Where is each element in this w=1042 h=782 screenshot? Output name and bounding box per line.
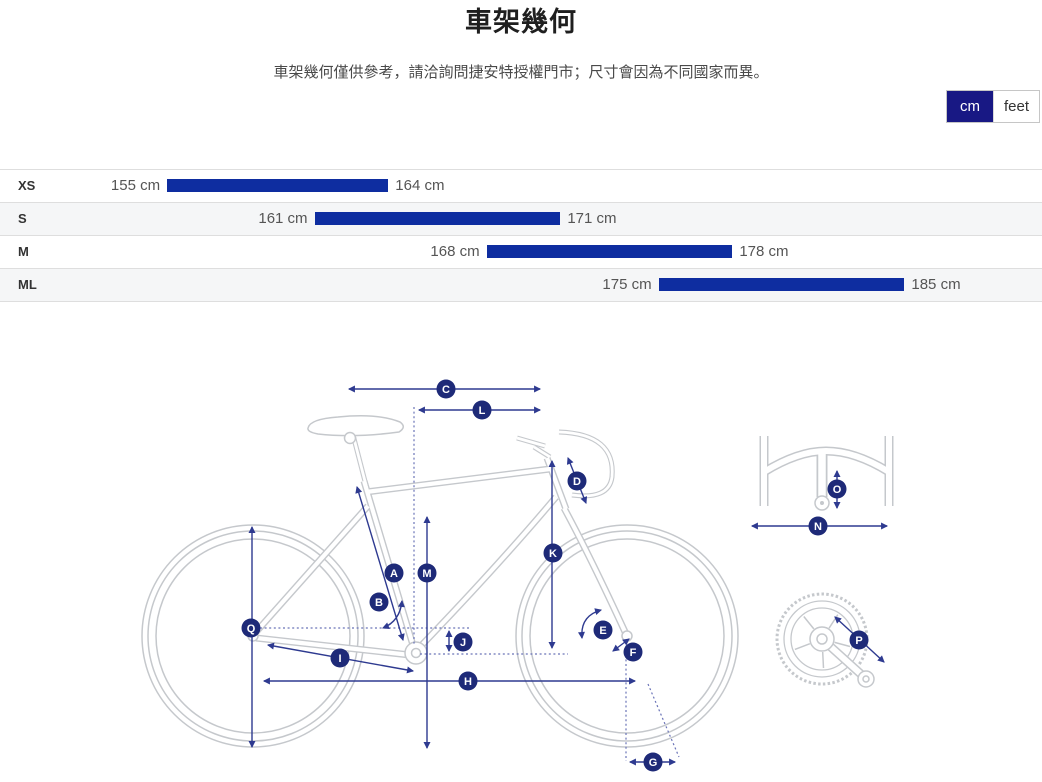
unit-feet-button[interactable]: feet — [993, 91, 1039, 122]
dimension-arrows — [248, 385, 889, 766]
dim-label-text-N: N — [814, 521, 822, 533]
unit-toggle: cm feet — [946, 90, 1040, 123]
handlebar-top-view — [759, 436, 894, 511]
unit-cm-button[interactable]: cm — [947, 91, 993, 122]
dim-label-text-F: F — [630, 647, 637, 659]
min-height-label: 155 cm — [110, 177, 161, 194]
dim-label-K — [543, 543, 563, 563]
page-subtitle: 車架幾何僅供參考，請洽詢問捷安特授權門市；尺寸會因為不同國家而異。 — [273, 64, 769, 81]
dim-label-D — [567, 471, 587, 491]
dim-label-E — [593, 620, 613, 640]
dim-label-text-I: I — [338, 653, 341, 665]
dim-label-text-O: O — [833, 484, 842, 496]
dim-label-text-M: M — [422, 568, 431, 580]
dim-label-text-D: D — [573, 476, 581, 488]
size-label: XS — [18, 178, 36, 193]
dim-label-M — [417, 563, 437, 583]
size-label: S — [18, 211, 27, 226]
dim-label-G — [643, 752, 663, 772]
reference-lines — [260, 407, 680, 761]
size-row: M 168 cm 178 cm — [0, 235, 1042, 268]
height-range-bar — [486, 245, 733, 258]
height-range-bar — [314, 212, 561, 225]
size-height-table: XS 155 cm 164 cm S 161 cm 171 cm M 168 cm 178 cm… — [0, 169, 1042, 302]
min-height-label: 168 cm — [430, 243, 480, 260]
dim-label-text-G: G — [649, 757, 658, 769]
dim-label-Q — [241, 618, 261, 638]
size-label: M — [18, 244, 29, 259]
dim-label-J — [453, 632, 473, 652]
min-height-label: 161 cm — [258, 210, 308, 227]
size-row: S 161 cm 171 cm — [0, 202, 1042, 235]
geometry-diagram: A B C D E F G H I J K L M N O P Q — [141, 379, 894, 772]
dim-label-text-A: A — [390, 568, 398, 580]
height-range-bar — [658, 278, 905, 291]
max-height-label: 178 cm — [739, 243, 789, 260]
height-range-bar — [167, 179, 389, 192]
wheels — [141, 524, 739, 748]
dim-label-text-E: E — [599, 625, 606, 637]
dim-label-A — [384, 563, 404, 583]
max-height-label: 171 cm — [567, 210, 617, 227]
dim-label-text-H: H — [464, 676, 472, 688]
min-height-label: 175 cm — [602, 276, 652, 293]
page-title: 車架幾何 — [465, 7, 577, 37]
dim-label-text-P: P — [855, 635, 862, 647]
dim-label-text-C: C — [442, 384, 450, 396]
max-height-label: 185 cm — [911, 276, 961, 293]
dim-label-H — [458, 671, 478, 691]
size-row: ML 175 cm 185 cm — [0, 268, 1042, 301]
dim-label-I — [330, 648, 350, 668]
dim-label-C — [436, 379, 456, 399]
dim-label-text-Q: Q — [247, 623, 256, 635]
dim-label-P — [849, 630, 869, 650]
dim-label-text-K: K — [549, 548, 557, 560]
size-row: XS 155 cm 164 cm — [0, 169, 1042, 202]
dim-label-L — [472, 400, 492, 420]
dim-label-text-L: L — [479, 405, 486, 417]
dim-label-O — [827, 479, 847, 499]
dim-label-text-B: B — [375, 597, 383, 609]
max-height-label: 164 cm — [395, 177, 445, 194]
bike-side-view — [141, 415, 739, 748]
dim-label-F — [623, 642, 643, 662]
dim-label-text-J: J — [460, 637, 466, 649]
saddle-and-hubs — [247, 415, 633, 665]
dim-label-N — [808, 516, 828, 536]
size-label: ML — [18, 277, 37, 292]
dim-label-B — [369, 592, 389, 612]
dimension-letter-badges: A B C D E F G H I J K L M N O P Q — [241, 379, 869, 772]
